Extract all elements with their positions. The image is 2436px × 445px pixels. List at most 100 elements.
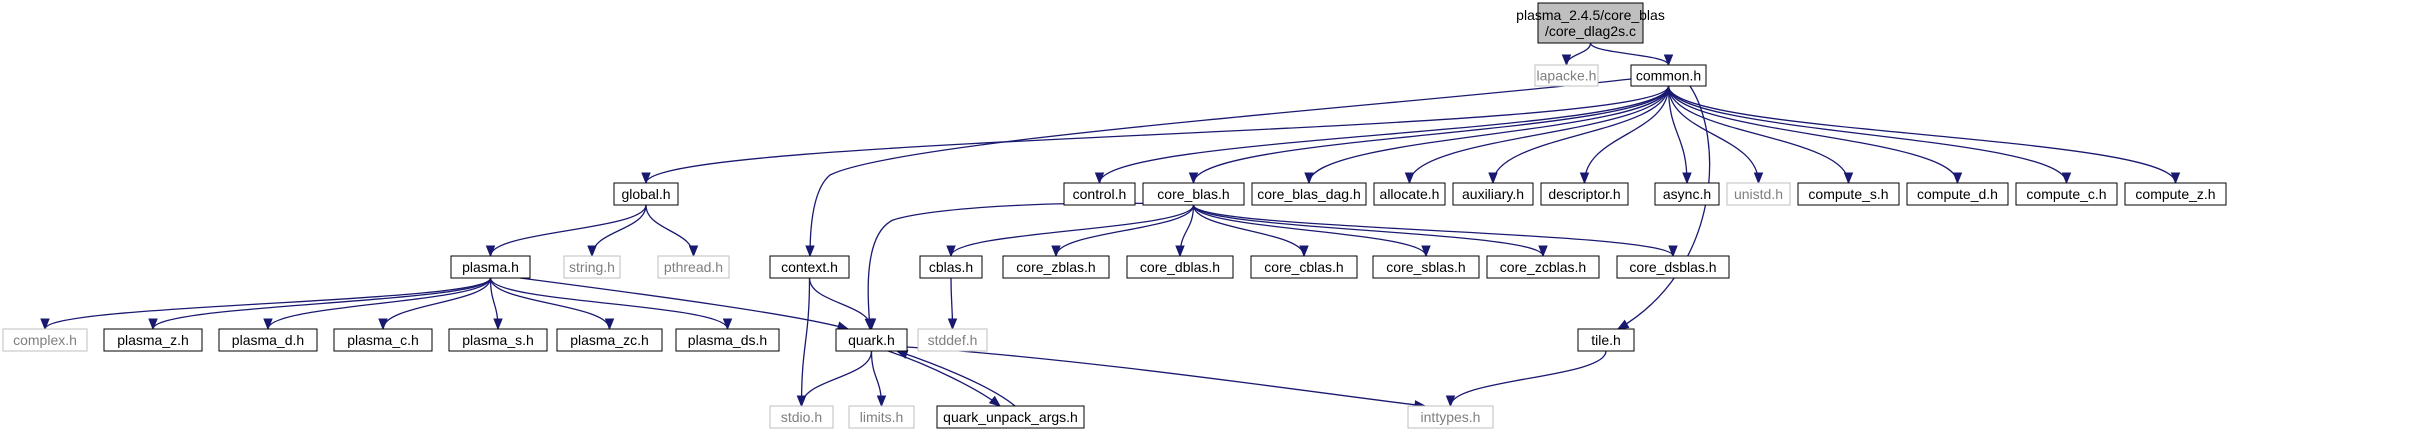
node-box-cblas[interactable] bbox=[919, 255, 983, 279]
node-core-blas[interactable]: core_blas.h bbox=[1142, 182, 1245, 206]
node-label-core-dblas: core_dblas.h bbox=[1140, 259, 1220, 275]
node-label-lapacke: lapacke.h bbox=[1537, 68, 1597, 84]
node-box-core-sblas[interactable] bbox=[1372, 255, 1480, 279]
edge-common-to-core-blas-dag bbox=[1308, 85, 1670, 184]
node-label-global: global.h bbox=[621, 186, 670, 202]
node-box-plasma-zc[interactable] bbox=[556, 328, 663, 352]
node-context[interactable]: context.h bbox=[769, 255, 850, 279]
node-label-core-dlag2s-line-1: plasma_2.4.5/core_blas bbox=[1516, 7, 1665, 23]
node-descriptor[interactable]: descriptor.h bbox=[1540, 182, 1629, 206]
arrowhead-common-to-allocate bbox=[1404, 172, 1415, 185]
node-core-dblas[interactable]: core_dblas.h bbox=[1126, 255, 1234, 279]
edge-core-blas-to-core-sblas bbox=[1192, 204, 1427, 257]
node-box-plasma-d[interactable] bbox=[218, 328, 318, 352]
node-box-common[interactable] bbox=[1630, 64, 1707, 87]
node-box-context[interactable] bbox=[769, 255, 850, 279]
node-label-plasma-zc: plasma_zc.h bbox=[570, 332, 649, 348]
node-core-cblas[interactable]: core_cblas.h bbox=[1250, 255, 1358, 279]
node-plasma-c[interactable]: plasma_c.h bbox=[333, 328, 433, 352]
node-box-core-blas-dag[interactable] bbox=[1251, 182, 1367, 206]
edge-plasma-to-plasma-c bbox=[382, 277, 492, 330]
node-box-auxiliary[interactable] bbox=[1452, 182, 1534, 206]
node-box-core-cblas[interactable] bbox=[1250, 255, 1358, 279]
node-label-limits: limits.h bbox=[860, 409, 904, 425]
node-box-tile[interactable] bbox=[1577, 328, 1635, 352]
node-compute-c[interactable]: compute_c.h bbox=[2015, 182, 2118, 206]
node-box-core-zblas[interactable] bbox=[1002, 255, 1110, 279]
node-plasma-zc[interactable]: plasma_zc.h bbox=[556, 328, 663, 352]
node-box-global[interactable] bbox=[613, 182, 679, 206]
node-label-plasma-d: plasma_d.h bbox=[232, 332, 304, 348]
node-box-plasma-s[interactable] bbox=[448, 328, 548, 352]
node-box-compute-s[interactable] bbox=[1797, 182, 1900, 206]
edge-core-blas-to-cblas bbox=[950, 204, 1195, 257]
node-box-control[interactable] bbox=[1063, 182, 1136, 206]
node-box-plasma-c[interactable] bbox=[333, 328, 433, 352]
edge-quark-to-inttypes bbox=[906, 346, 1426, 407]
node-box-compute-c[interactable] bbox=[2015, 182, 2118, 206]
node-box-compute-z[interactable] bbox=[2124, 182, 2227, 206]
node-plasma-ds[interactable]: plasma_ds.h bbox=[675, 328, 780, 352]
node-tile[interactable]: tile.h bbox=[1577, 328, 1635, 352]
node-label-async: async.h bbox=[1663, 186, 1711, 202]
node-quark[interactable]: quark.h bbox=[835, 328, 908, 352]
edge-core-dlag2s-to-lapacke bbox=[1565, 42, 1592, 66]
node-box-plasma-ds[interactable] bbox=[675, 328, 780, 352]
node-plasma-s[interactable]: plasma_s.h bbox=[448, 328, 548, 352]
edge-common-to-descriptor bbox=[1583, 85, 1670, 184]
node-auxiliary[interactable]: auxiliary.h bbox=[1452, 182, 1534, 206]
node-cblas[interactable]: cblas.h bbox=[919, 255, 983, 279]
node-core-dlag2s[interactable]: plasma_2.4.5/core_blas/core_dlag2s.c bbox=[1516, 2, 1665, 44]
node-plasma[interactable]: plasma.h bbox=[450, 255, 531, 279]
arrowhead-global-to-pthread bbox=[688, 245, 699, 258]
edge-global-to-string bbox=[591, 204, 647, 257]
node-async[interactable]: async.h bbox=[1654, 182, 1720, 206]
node-box-plasma-z[interactable] bbox=[103, 328, 203, 352]
node-box-core-blas[interactable] bbox=[1142, 182, 1245, 206]
node-label-context: context.h bbox=[781, 259, 838, 275]
node-global[interactable]: global.h bbox=[613, 182, 679, 206]
edges-layer bbox=[40, 42, 2181, 410]
arrowhead-cblas-to-stddef bbox=[947, 318, 958, 331]
node-quark-unpack-args[interactable]: quark_unpack_args.h bbox=[936, 405, 1085, 429]
node-core-sblas[interactable]: core_sblas.h bbox=[1372, 255, 1480, 279]
node-common[interactable]: common.h bbox=[1630, 64, 1707, 87]
node-box-async[interactable] bbox=[1654, 182, 1720, 206]
arrowhead-core-blas-to-core-zblas bbox=[1051, 245, 1061, 258]
node-core-blas-dag[interactable]: core_blas_dag.h bbox=[1251, 182, 1367, 206]
edge-plasma-to-plasma-d bbox=[267, 277, 492, 330]
node-box-core-dblas[interactable] bbox=[1126, 255, 1234, 279]
node-box-core-dsblas[interactable] bbox=[1616, 255, 1730, 279]
node-label-core-cblas: core_cblas.h bbox=[1264, 259, 1343, 275]
arrowhead-common-to-global bbox=[641, 172, 651, 185]
node-label-quark: quark.h bbox=[848, 332, 895, 348]
node-box-core-zcblas[interactable] bbox=[1486, 255, 1600, 279]
nodes-layer: plasma_2.4.5/core_blas/core_dlag2s.clapa… bbox=[2, 2, 2227, 429]
node-stddef: stddef.h bbox=[917, 328, 988, 352]
edge-core-blas-to-core-zcblas bbox=[1192, 204, 1544, 257]
node-core-zcblas[interactable]: core_zcblas.h bbox=[1486, 255, 1600, 279]
node-box-descriptor[interactable] bbox=[1540, 182, 1629, 206]
arrowhead-common-to-core-blas-dag bbox=[1304, 172, 1314, 185]
node-control[interactable]: control.h bbox=[1063, 182, 1136, 206]
node-compute-s[interactable]: compute_s.h bbox=[1797, 182, 1900, 206]
node-label-complex: complex.h bbox=[13, 332, 77, 348]
edge-plasma-to-complex bbox=[44, 277, 492, 330]
node-box-allocate[interactable] bbox=[1373, 182, 1446, 206]
node-box-quark-unpack-args[interactable] bbox=[936, 405, 1085, 429]
node-box-compute-d[interactable] bbox=[1906, 182, 2009, 206]
node-box-core-dlag2s[interactable] bbox=[1537, 2, 1644, 44]
edge-context-to-stdio bbox=[800, 277, 811, 407]
node-core-dsblas[interactable]: core_dsblas.h bbox=[1616, 255, 1730, 279]
node-plasma-d[interactable]: plasma_d.h bbox=[218, 328, 318, 352]
node-box-quark[interactable] bbox=[835, 328, 908, 352]
arrowhead-common-to-compute-z bbox=[2170, 172, 2181, 185]
arrowhead-quark-to-stdio bbox=[796, 395, 807, 408]
node-core-zblas[interactable]: core_zblas.h bbox=[1002, 255, 1110, 279]
arrowhead-plasma-to-plasma-z bbox=[148, 318, 158, 331]
node-box-plasma[interactable] bbox=[450, 255, 531, 279]
node-compute-d[interactable]: compute_d.h bbox=[1906, 182, 2009, 206]
node-plasma-z[interactable]: plasma_z.h bbox=[103, 328, 203, 352]
node-allocate[interactable]: allocate.h bbox=[1373, 182, 1446, 206]
node-compute-z[interactable]: compute_z.h bbox=[2124, 182, 2227, 206]
